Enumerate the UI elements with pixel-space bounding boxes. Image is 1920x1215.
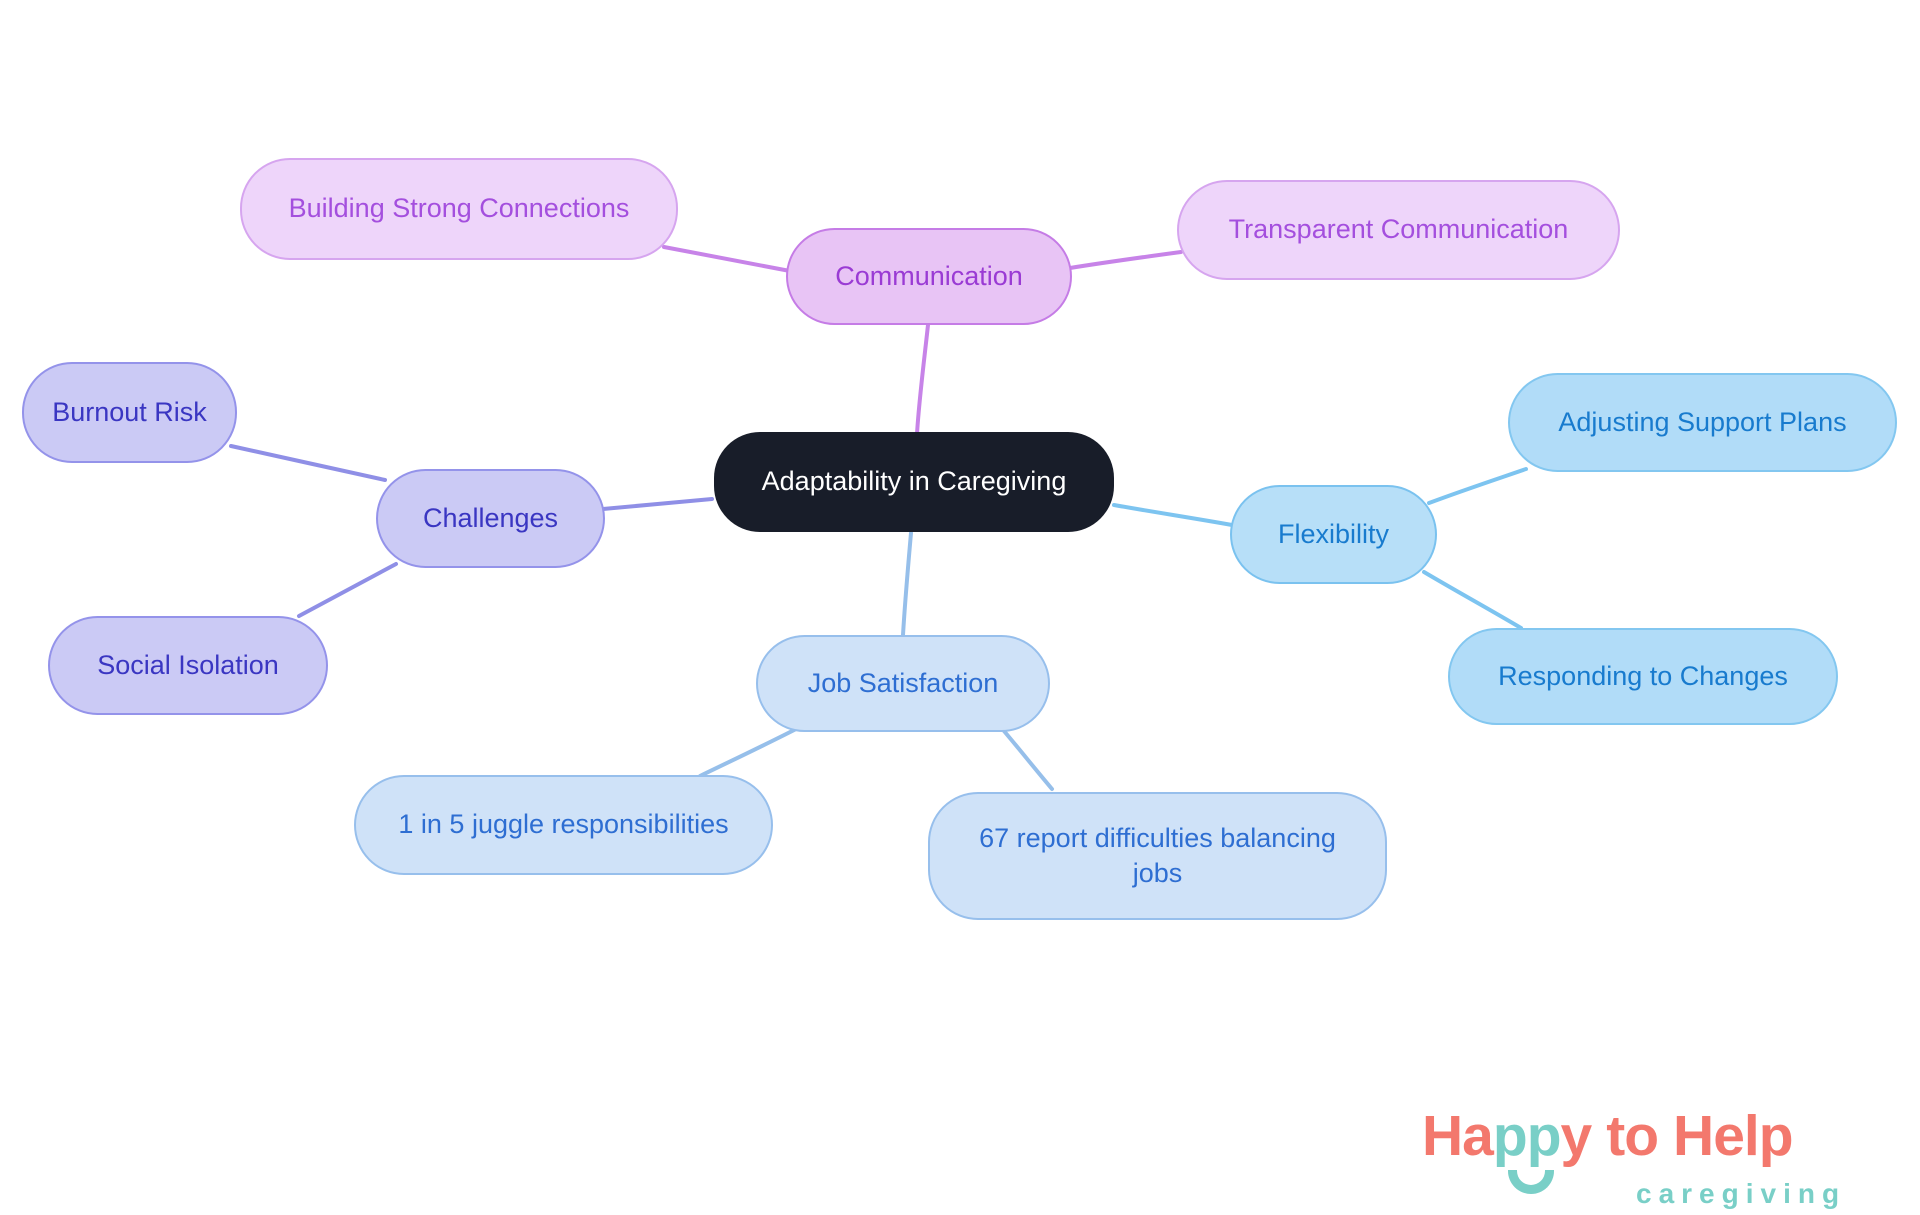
logo-y: y [1560,1104,1593,1168]
logo-subtitle: caregiving [1636,1178,1847,1209]
edge-responding-flexibility [1422,570,1523,630]
node-difficulties-balancing-jobs: 67 report difficulties balancing jobs [928,792,1387,920]
edge-burnout-challenges [229,444,387,482]
edge-balancing-jobsatisfaction [1002,729,1054,791]
edge-communication-central [915,323,930,436]
node-responding-to-changes: Responding to Changes [1448,628,1838,725]
node-juggle-responsibilities: 1 in 5 juggle responsibilities [354,775,773,875]
node-burnout-risk: Burnout Risk [22,362,237,463]
logo-pp: pp [1492,1104,1562,1168]
smile-icon [1508,1170,1554,1194]
node-transparent-communication: Transparent Communication [1177,180,1620,280]
edge-adjusting-flexibility [1427,467,1528,505]
edge-jobsatisfaction-central [901,531,913,637]
edge-social-challenges [297,562,398,618]
logo-help: Help [1673,1104,1794,1168]
logo-ha: Ha [1422,1104,1494,1168]
edge-challenges-central [601,497,714,511]
edge-building-communication [662,245,792,273]
node-job-satisfaction: Job Satisfaction [756,635,1050,732]
node-social-isolation: Social Isolation [48,616,328,715]
edge-flexibility-central [1112,503,1234,527]
node-flexibility: Flexibility [1230,485,1437,584]
edge-transparent-communication [1068,250,1183,270]
node-communication: Communication [786,228,1072,325]
edge-juggle-jobsatisfaction [698,725,802,778]
node-central-adaptability: Adaptability in Caregiving [714,432,1114,532]
node-challenges: Challenges [376,469,605,568]
node-building-strong-connections: Building Strong Connections [240,158,678,260]
node-adjusting-support-plans: Adjusting Support Plans [1508,373,1897,472]
logo-to: to [1606,1104,1659,1168]
